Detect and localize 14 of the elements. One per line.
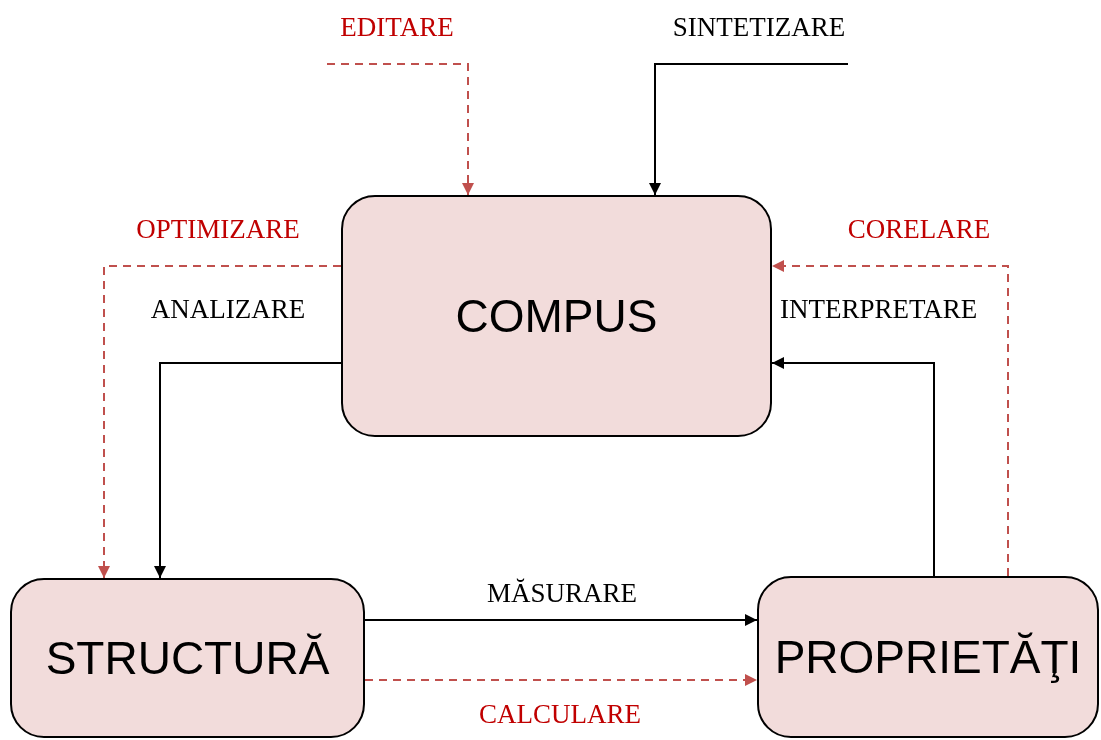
process-box: [341, 195, 772, 437]
node-label: COMPUS: [455, 289, 658, 343]
arrow: [364, 674, 758, 686]
arrow: [154, 362, 342, 579]
arrow: [364, 614, 758, 626]
node-label: STRUCTURĂ: [45, 631, 330, 685]
process-box: [10, 578, 365, 738]
node-label: PROPRIETĂŢI: [774, 630, 1082, 684]
process-box: [757, 576, 1099, 738]
arrow: [771, 357, 935, 577]
arrow: [98, 265, 342, 579]
arrow: [649, 63, 849, 196]
arrow: [771, 260, 1009, 577]
arrow: [326, 63, 474, 196]
